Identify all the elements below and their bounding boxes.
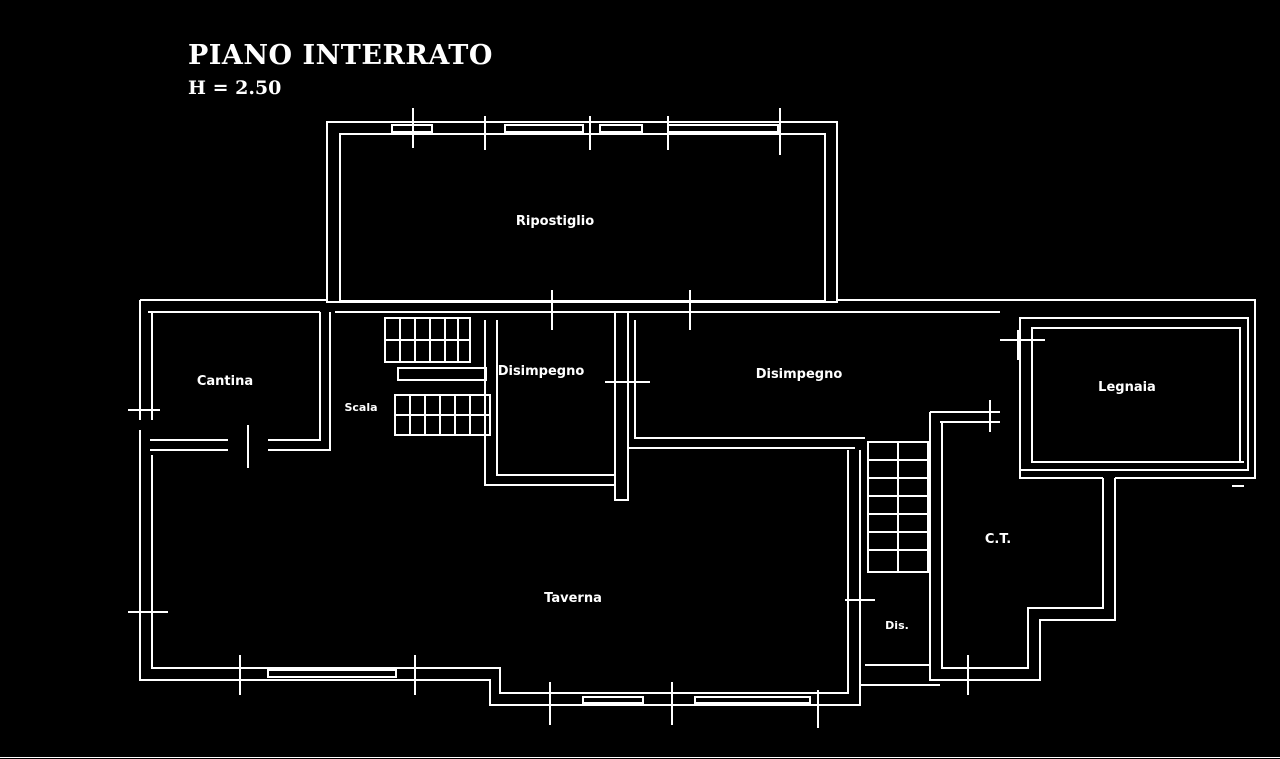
plan-title: PIANO INTERRATO [188, 40, 493, 71]
wall-disimpegno [484, 290, 865, 501]
room-label-disimpegno-center: Disimpegno [755, 367, 843, 382]
frame-bottom-line [0, 757, 1280, 758]
plan-title-block: PIANO INTERRATO H = 2.50 [188, 40, 493, 100]
wall-taverna [128, 430, 940, 728]
room-label-ripostiglio: Ripostiglio [515, 214, 595, 229]
wall-middle-band [139, 299, 1256, 479]
dimension-ticks [1232, 461, 1244, 487]
room-label-taverna: Taverna [544, 591, 602, 606]
room-label-disimpegno-left: Disimpegno [497, 364, 585, 379]
wall-ct [929, 400, 1116, 695]
wall-cantina [128, 312, 331, 468]
room-label-cantina: Cantina [196, 374, 254, 389]
room-label-dis: Dis. [885, 619, 909, 632]
wall-ripostiglio [326, 121, 838, 303]
stairs [384, 317, 491, 436]
room-label-legnaia: Legnaia [1098, 380, 1156, 395]
plan-height-label: H = 2.50 [188, 77, 282, 99]
room-label-scala: Scala [344, 401, 378, 414]
room-label-ct: C.T. [984, 532, 1012, 547]
windows-top [391, 108, 781, 155]
